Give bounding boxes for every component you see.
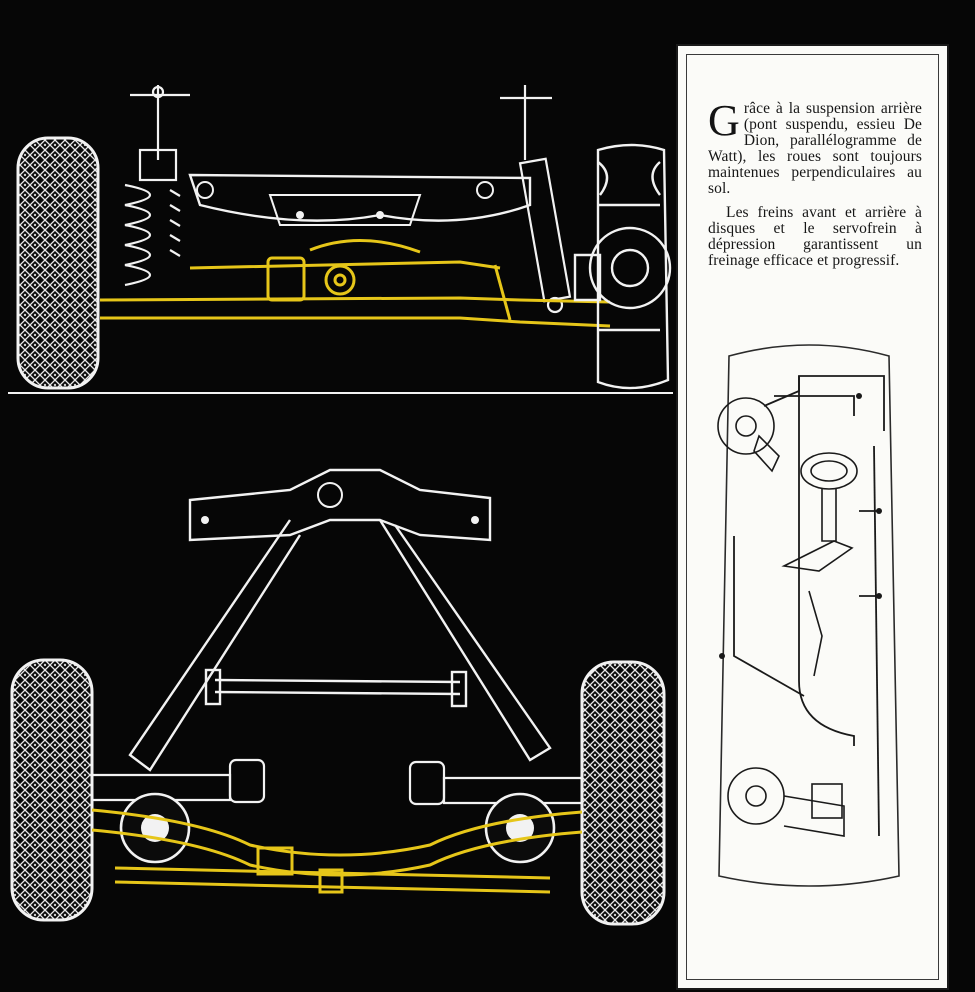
brakes-paragraph: Les freins avant et arrière à disques et… [708,204,922,269]
brake-disc-icon [573,143,672,390]
suspension-paragraph-text: râce à la suspension arrière (pont suspe… [708,100,922,197]
brake-circuit-diagram [717,344,900,887]
shock-absorber-icon [124,85,190,287]
tire-icon [10,658,94,922]
dropcap-letter: G [708,96,740,145]
suspension-illustrations [10,85,672,926]
brake-disc-icon [717,397,780,473]
panel-frame [686,54,939,980]
servo-brake-icon [800,452,858,542]
illustration-divider [8,392,673,394]
rear-suspension-perspective [10,468,666,926]
brake-pedal-icon [781,540,854,677]
brake-disc-icon [727,767,845,837]
tire-icon [16,136,100,390]
tire-icon [580,660,666,926]
rear-axle-elevation [16,85,672,390]
